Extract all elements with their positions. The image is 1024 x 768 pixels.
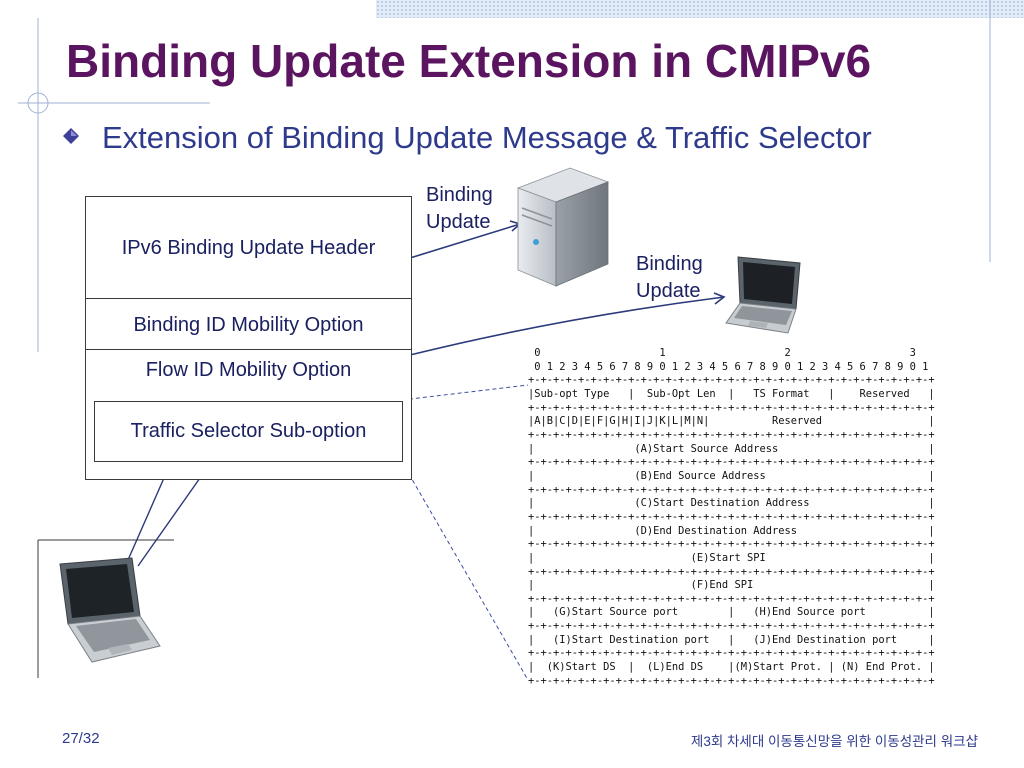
format-row: | (F)End SPI | — [528, 579, 935, 592]
divider — [86, 298, 411, 299]
slide-title: Binding Update Extension in CMIPv6 — [66, 35, 872, 87]
format-row: +-+-+-+-+-+-+-+-+-+-+-+-+-+-+-+-+-+-+-+-… — [528, 620, 935, 633]
format-row: +-+-+-+-+-+-+-+-+-+-+-+-+-+-+-+-+-+-+-+-… — [528, 374, 935, 387]
format-row: |A|B|C|D|E|F|G|H|I|J|K|L|M|N| Reserved | — [528, 415, 935, 428]
header-row: IPv6 Binding Update Header — [121, 237, 376, 259]
format-row: | (E)Start SPI | — [528, 551, 935, 564]
format-row: | (A)Start Source Address | — [528, 442, 935, 455]
format-row: | (G)Start Source port | (H)End Source p… — [528, 606, 935, 619]
format-row: +-+-+-+-+-+-+-+-+-+-+-+-+-+-+-+-+-+-+-+-… — [528, 538, 935, 551]
bullet-text: Extension of Binding Update Message & Tr… — [102, 120, 872, 155]
traffic-selector-label: Traffic Selector Sub-option — [130, 420, 367, 442]
flow-id-row: Flow ID Mobility Option — [145, 359, 352, 381]
format-row: +-+-+-+-+-+-+-+-+-+-+-+-+-+-+-+-+-+-+-+-… — [528, 401, 935, 414]
server-binding-update-label: Binding Update — [426, 182, 493, 236]
format-row: +-+-+-+-+-+-+-+-+-+-+-+-+-+-+-+-+-+-+-+-… — [528, 592, 935, 605]
format-row: | (C)Start Destination Address | — [528, 497, 935, 510]
format-row: | (I)Start Destination port | (J)End Des… — [528, 633, 935, 646]
bit-header-tens: 0 1 2 3 — [528, 347, 916, 359]
format-row: +-+-+-+-+-+-+-+-+-+-+-+-+-+-+-+-+-+-+-+-… — [528, 647, 935, 660]
format-row: | (B)End Source Address | — [528, 469, 935, 482]
format-row: +-+-+-+-+-+-+-+-+-+-+-+-+-+-+-+-+-+-+-+-… — [528, 674, 935, 687]
label-line: Binding — [636, 253, 703, 275]
bullet-diamond-icon — [63, 128, 79, 144]
format-row: | (K)Start DS | (L)End DS |(M)Start Prot… — [528, 661, 935, 674]
laptop-icon — [59, 557, 161, 663]
laptop-icon — [725, 256, 801, 334]
format-row: +-+-+-+-+-+-+-+-+-+-+-+-+-+-+-+-+-+-+-+-… — [528, 510, 935, 523]
label-line: Binding — [426, 184, 493, 206]
format-row: +-+-+-+-+-+-+-+-+-+-+-+-+-+-+-+-+-+-+-+-… — [528, 483, 935, 496]
label-line: Update — [426, 211, 491, 233]
bit-header-units: 0 1 2 3 4 5 6 7 8 9 0 1 2 3 4 5 6 7 8 9 … — [528, 360, 929, 373]
traffic-selector-box: Traffic Selector Sub-option — [94, 401, 403, 462]
header-dot-band — [376, 0, 1024, 18]
page-number: 27/32 — [62, 730, 100, 747]
divider — [86, 349, 411, 350]
format-row: +-+-+-+-+-+-+-+-+-+-+-+-+-+-+-+-+-+-+-+-… — [528, 428, 935, 441]
footer-text: 제3회 차세대 이동통신망을 위한 이동성관리 워크샵 — [690, 734, 978, 749]
laptop-binding-update-label: Binding Update — [636, 251, 703, 305]
server-icon — [516, 167, 610, 287]
message-stack: IPv6 Binding Update Header Binding ID Mo… — [85, 196, 412, 480]
binding-id-row: Binding ID Mobility Option — [133, 314, 364, 336]
format-row: +-+-+-+-+-+-+-+-+-+-+-+-+-+-+-+-+-+-+-+-… — [528, 565, 935, 578]
format-row: +-+-+-+-+-+-+-+-+-+-+-+-+-+-+-+-+-+-+-+-… — [528, 456, 935, 469]
format-row: |Sub-opt Type | Sub-Opt Len | TS Format … — [528, 387, 935, 400]
label-line: Update — [636, 280, 701, 302]
format-row: | (D)End Destination Address | — [528, 524, 935, 537]
traffic-selector-format: 0 1 2 3 0 1 2 3 4 5 6 7 8 9 0 1 2 3 4 5 … — [528, 347, 935, 688]
